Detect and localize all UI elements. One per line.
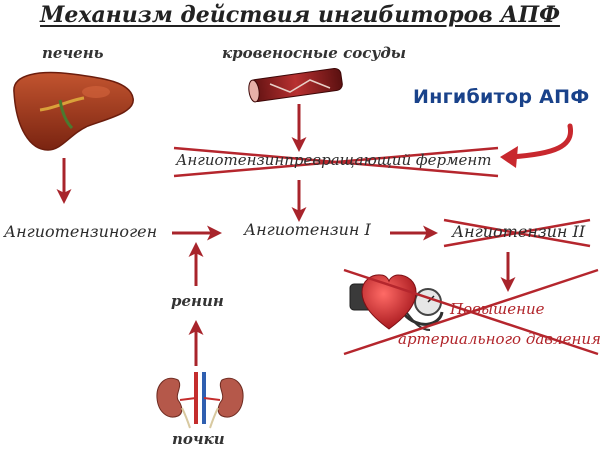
cross-blood-pressure: [343, 268, 599, 356]
inhibitor-arrowhead: [500, 146, 518, 168]
angiotensin-2-label: Ангиотензин II: [452, 222, 586, 241]
angiotensinogen-label: Ангиотензиноген: [4, 222, 158, 241]
liver-icon: [13, 71, 134, 151]
vessels-label: кровеносные сосуды: [222, 44, 407, 62]
kidneys-icon: [156, 372, 244, 429]
cross-angiotensin-2: [443, 218, 591, 248]
inhibitor-arrow: [507, 123, 574, 160]
blood-vessel-icon: [248, 67, 343, 103]
flow-arrows: [56, 104, 516, 366]
pressure-label-line1: Повышение: [450, 300, 545, 318]
cross-enzyme: [173, 146, 499, 178]
ace-enzyme-label: Ангиотензинпревращающий фермент: [176, 151, 492, 169]
pressure-label-line2: артериального давления: [398, 330, 600, 348]
heart-with-tonometer-icon: [349, 274, 444, 331]
ace-inhibitor-label: Ингибитор АПФ: [413, 86, 590, 108]
renin-label: ренин: [171, 292, 224, 310]
liver-label: печень: [42, 44, 104, 62]
kidneys-label: почки: [172, 430, 225, 448]
diagram-title: Механизм действия ингибиторов АПФ: [40, 2, 560, 28]
angiotensin-1-label: Ангиотензин I: [244, 220, 371, 239]
